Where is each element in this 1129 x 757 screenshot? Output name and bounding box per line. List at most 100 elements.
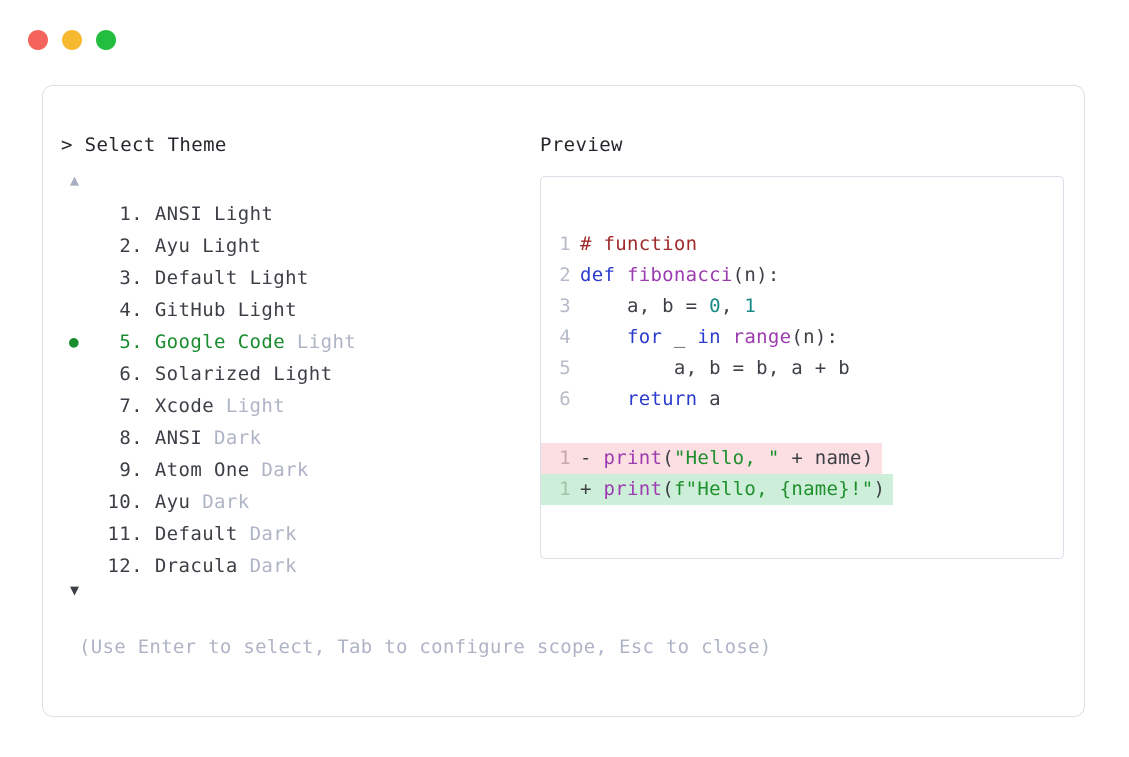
selected-bullet-icon: ● — [67, 230, 81, 262]
theme-index: 3. — [119, 267, 143, 289]
selected-bullet-icon: ● — [67, 518, 81, 550]
selected-bullet-icon: ● — [67, 486, 81, 518]
theme-list-item[interactable]: ●8. ANSI Dark — [61, 422, 531, 454]
theme-name: Ayu — [143, 235, 203, 257]
code-token: (n): — [732, 264, 780, 286]
theme-list-item[interactable]: ●7. Xcode Light — [61, 390, 531, 422]
theme-name: Dracula — [143, 555, 250, 577]
diff-line-plus: 1+ print(f"Hello, {name}!") — [541, 474, 1063, 505]
code-token: a — [697, 388, 721, 410]
theme-variant: Dark — [202, 491, 250, 513]
theme-variant: Light — [214, 203, 274, 225]
theme-variant: Light — [225, 395, 286, 417]
code-token: in — [697, 326, 721, 348]
minimize-button[interactable] — [62, 30, 82, 50]
code-token: , — [720, 295, 745, 317]
theme-variant: Light — [273, 363, 333, 385]
code-token: print — [603, 447, 663, 469]
theme-index: 5. — [119, 331, 143, 353]
theme-variant: Light — [202, 235, 262, 257]
code-token: a, b = b, a + b — [580, 357, 850, 379]
close-button[interactable] — [28, 30, 48, 50]
code-line: 3 a, b = 0, 1 — [541, 291, 1063, 322]
theme-variant: Light — [249, 267, 309, 289]
theme-name: ANSI — [143, 427, 215, 449]
code-token: for — [626, 326, 663, 348]
code-token: def — [580, 264, 627, 286]
preview-title: Preview — [540, 134, 623, 156]
code-token — [580, 326, 627, 348]
code-token: 0 — [709, 295, 721, 317]
maximize-button[interactable] — [96, 30, 116, 50]
theme-list-item[interactable]: ● 3. Default Light — [61, 262, 531, 294]
scroll-up-icon[interactable]: ▲ — [70, 171, 80, 189]
theme-index: 11. — [107, 523, 143, 545]
diff-sign: - — [580, 447, 604, 469]
code-token: return — [626, 388, 698, 410]
line-number: 5 — [559, 357, 571, 379]
code-token — [721, 326, 733, 348]
code-token: "Hello, " — [673, 447, 780, 469]
selected-bullet-icon: ● — [67, 390, 81, 422]
selected-bullet-icon: ● — [67, 294, 81, 326]
code-line: 1 # function — [541, 229, 1063, 260]
theme-list-item[interactable]: ●9. Atom One Dark — [61, 454, 531, 486]
line-number: 1 — [559, 447, 571, 469]
line-number: 6 — [559, 388, 571, 410]
theme-index: 6. — [119, 363, 143, 385]
keyboard-hint: (Use Enter to select, Tab to configure s… — [79, 636, 772, 658]
code-token: _ — [662, 326, 698, 348]
code-line: 6 return a — [541, 384, 1063, 415]
code-token: ( — [662, 478, 674, 500]
theme-list-item[interactable]: ●11. Default Dark — [61, 518, 531, 550]
code-token: fibonacci — [626, 264, 733, 286]
theme-name: Default — [143, 267, 250, 289]
diff-line-content: 1+ print(f"Hello, {name}!") — [541, 474, 894, 505]
theme-list-item[interactable]: ●1. ANSI Light — [61, 198, 531, 230]
theme-variant: Dark — [214, 427, 262, 449]
theme-index: 10. — [107, 491, 143, 513]
code-token: + name) — [779, 447, 874, 469]
theme-variant: Dark — [261, 459, 309, 481]
prompt-label: > Select Theme — [61, 134, 227, 156]
code-token: ) — [873, 478, 886, 500]
theme-index: 12. — [107, 555, 143, 577]
code-line: 5 a, b = b, a + b — [541, 353, 1063, 384]
theme-index: 2. — [119, 235, 143, 257]
theme-list-item[interactable]: ●6. Solarized Light — [61, 358, 531, 390]
selected-bullet-icon: ● — [67, 550, 81, 582]
selected-bullet-icon: ● — [67, 198, 81, 230]
window-traffic-lights — [28, 30, 116, 50]
line-number: 1 — [559, 233, 571, 255]
theme-list-item[interactable]: ● 12. Dracula Dark — [61, 550, 531, 582]
line-number: 4 — [559, 326, 571, 348]
code-token: print — [603, 478, 663, 500]
theme-index: 9. — [119, 459, 143, 481]
code-token: # function — [580, 233, 698, 255]
theme-index: 8. — [119, 427, 143, 449]
code-token: range — [732, 326, 792, 348]
theme-list-item[interactable]: ●10. Ayu Dark — [61, 486, 531, 518]
theme-name: Google Code — [143, 331, 297, 353]
selected-bullet-icon: ● — [67, 358, 81, 390]
diff-line-minus: 1- print("Hello, " + name) — [541, 443, 1063, 474]
code-spacer — [541, 415, 1063, 443]
code-token: a, b = — [580, 295, 710, 317]
theme-list-item[interactable]: ● 5. Google Code Light — [61, 326, 531, 358]
theme-list-item[interactable]: ● 2. Ayu Light — [61, 230, 531, 262]
selected-bullet-icon: ● — [67, 262, 81, 294]
scroll-down-icon[interactable]: ▼ — [70, 581, 80, 599]
selected-bullet-icon: ● — [68, 332, 80, 351]
theme-variant: Dark — [249, 555, 297, 577]
selected-bullet-icon: ● — [67, 454, 81, 486]
line-number: 1 — [559, 478, 571, 500]
theme-name: Default — [143, 523, 250, 545]
theme-variant: Light — [237, 299, 297, 321]
theme-list-item[interactable]: ●4. GitHub Light — [61, 294, 531, 326]
theme-index: 7. — [119, 395, 143, 417]
theme-variant: Light — [296, 331, 357, 353]
code-token: f"Hello, {name}!" — [673, 478, 874, 500]
